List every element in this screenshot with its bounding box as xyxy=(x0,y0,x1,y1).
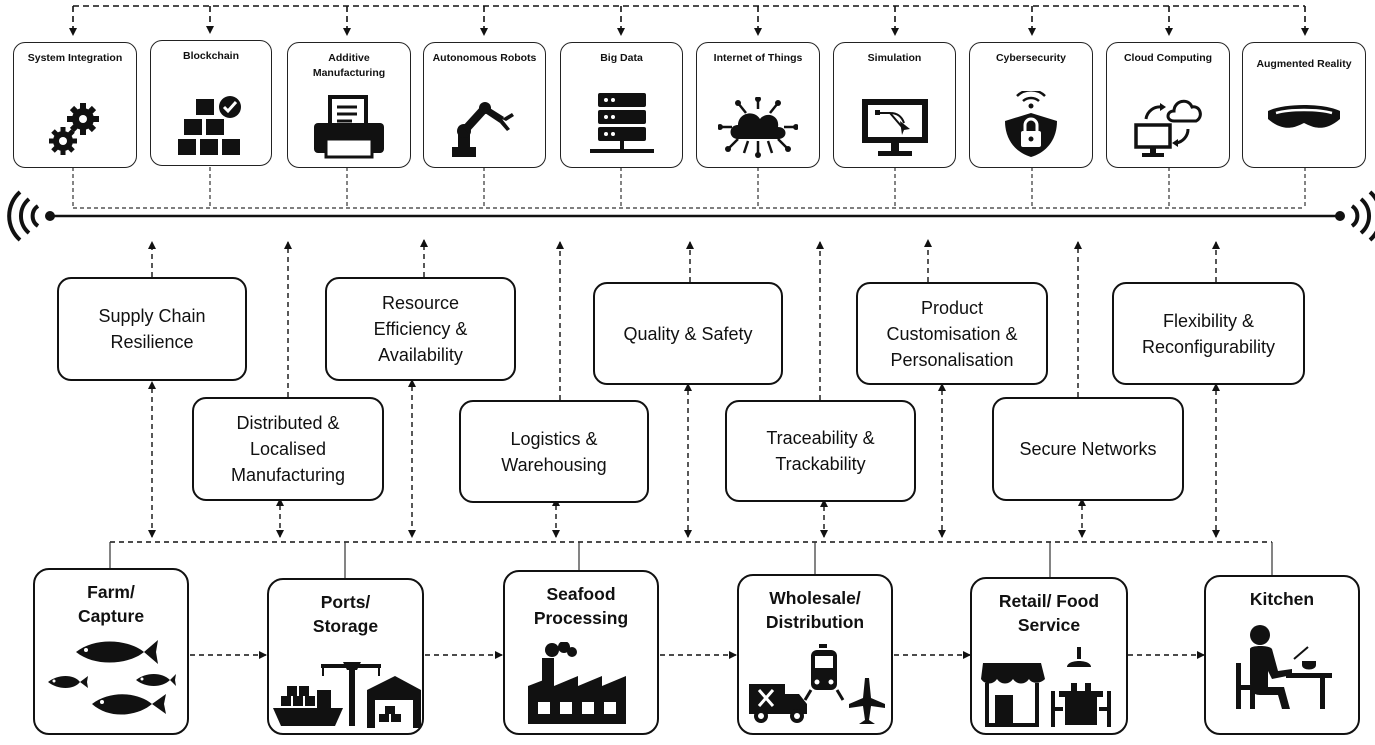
tech-label: Augmented Reality xyxy=(1256,58,1352,70)
tech-blockchain[interactable]: Blockchain xyxy=(150,40,272,166)
stage-wholesale-distribution[interactable]: Wholesale/ Distribution xyxy=(737,574,893,735)
shield-lock-icon xyxy=(1005,91,1057,157)
tech-big-data[interactable]: Big Data xyxy=(560,42,683,168)
tech-label: Additive Manufacturing xyxy=(312,52,386,79)
factory-icon xyxy=(528,642,626,724)
stage-seafood-processing[interactable]: Seafood Processing xyxy=(503,570,659,735)
benefit-label: Traceability & Trackability xyxy=(766,428,875,474)
benefit-quality-safety[interactable]: Quality & Safety xyxy=(593,282,783,385)
stage-label: Farm/ Capture xyxy=(77,582,145,626)
benefit-label: Product Customisation & Personalisation xyxy=(886,297,1018,370)
stage-label: Wholesale/ Distribution xyxy=(765,588,865,632)
simulation-monitor-icon xyxy=(861,99,928,156)
tech-label: Blockchain xyxy=(182,50,240,62)
benefit-resource-efficiency[interactable]: Resource Efficiency & Availability xyxy=(325,277,516,381)
benefit-label: Flexibility & Reconfigurability xyxy=(1141,310,1276,357)
tech-augmented-reality[interactable]: Augmented Reality xyxy=(1242,42,1366,168)
printer-icon xyxy=(314,95,384,159)
tech-simulation[interactable]: Simulation xyxy=(833,42,956,168)
ar-headset-icon xyxy=(1268,105,1340,128)
stage-ports-storage[interactable]: Ports/ Storage xyxy=(267,578,424,735)
benefit-label: Secure Networks xyxy=(1019,439,1157,459)
tech-internet-of-things[interactable]: Internet of Things xyxy=(696,42,820,168)
cloud-sync-icon xyxy=(1134,99,1202,157)
benefit-label: Resource Efficiency & Availability xyxy=(373,293,468,365)
tech-label: Big Data xyxy=(600,52,643,64)
stage-kitchen[interactable]: Kitchen xyxy=(1204,575,1360,735)
stage-farm-capture[interactable]: Farm/ Capture xyxy=(33,568,189,735)
tech-label: System Integration xyxy=(27,52,123,64)
stage-label: Seafood Processing xyxy=(533,584,629,628)
tech-label: Cloud Computing xyxy=(1123,52,1213,64)
benefit-distributed-localised-manufacturing[interactable]: Distributed & Localised Manufacturing xyxy=(192,397,384,501)
tech-label: Simulation xyxy=(867,52,922,64)
benefit-label: Supply Chain Resilience xyxy=(98,306,206,352)
benefit-supply-chain-resilience[interactable]: Supply Chain Resilience xyxy=(57,277,247,381)
benefit-product-customisation[interactable]: Product Customisation & Personalisation xyxy=(856,282,1048,385)
tech-label: Cybersecurity xyxy=(995,52,1067,64)
blockchain-icon xyxy=(178,96,241,155)
tech-autonomous-robots[interactable]: Autonomous Robots xyxy=(423,42,546,168)
benefit-label: Quality & Safety xyxy=(623,323,753,344)
gears-icon xyxy=(49,103,99,155)
stage-label: Retail/ Food Service xyxy=(998,591,1100,635)
benefit-flexibility-reconfigurability[interactable]: Flexibility & Reconfigurability xyxy=(1112,282,1305,385)
stage-label: Ports/ Storage xyxy=(312,592,379,636)
tech-cybersecurity[interactable]: Cybersecurity xyxy=(969,42,1093,168)
tech-additive-manufacturing[interactable]: Additive Manufacturing xyxy=(287,42,411,168)
wireless-signal-icon xyxy=(7,190,1375,242)
person-eating-icon xyxy=(1236,625,1332,709)
transport-icon xyxy=(749,644,885,724)
benefit-traceability-trackability[interactable]: Traceability & Trackability xyxy=(725,400,916,502)
tech-system-integration[interactable]: System Integration xyxy=(13,42,137,168)
server-icon xyxy=(589,93,654,153)
fish-icon xyxy=(48,640,176,715)
robot-arm-icon xyxy=(451,102,514,157)
benefit-label: Distributed & Localised Manufacturing xyxy=(230,413,346,485)
tech-label: Autonomous Robots xyxy=(432,52,537,64)
benefit-logistics-warehousing[interactable]: Logistics & Warehousing xyxy=(459,400,649,503)
port-ship-icon xyxy=(272,662,421,728)
stage-retail-food-service[interactable]: Retail/ Food Service xyxy=(970,577,1128,735)
tech-label: Internet of Things xyxy=(713,52,803,64)
iot-cloud-icon xyxy=(718,97,798,158)
tech-cloud-computing[interactable]: Cloud Computing xyxy=(1106,42,1230,168)
stage-label: Kitchen xyxy=(1249,589,1315,609)
benefit-secure-networks[interactable]: Secure Networks xyxy=(992,397,1184,501)
shop-dining-icon xyxy=(981,647,1111,727)
benefit-label: Logistics & Warehousing xyxy=(501,428,607,475)
